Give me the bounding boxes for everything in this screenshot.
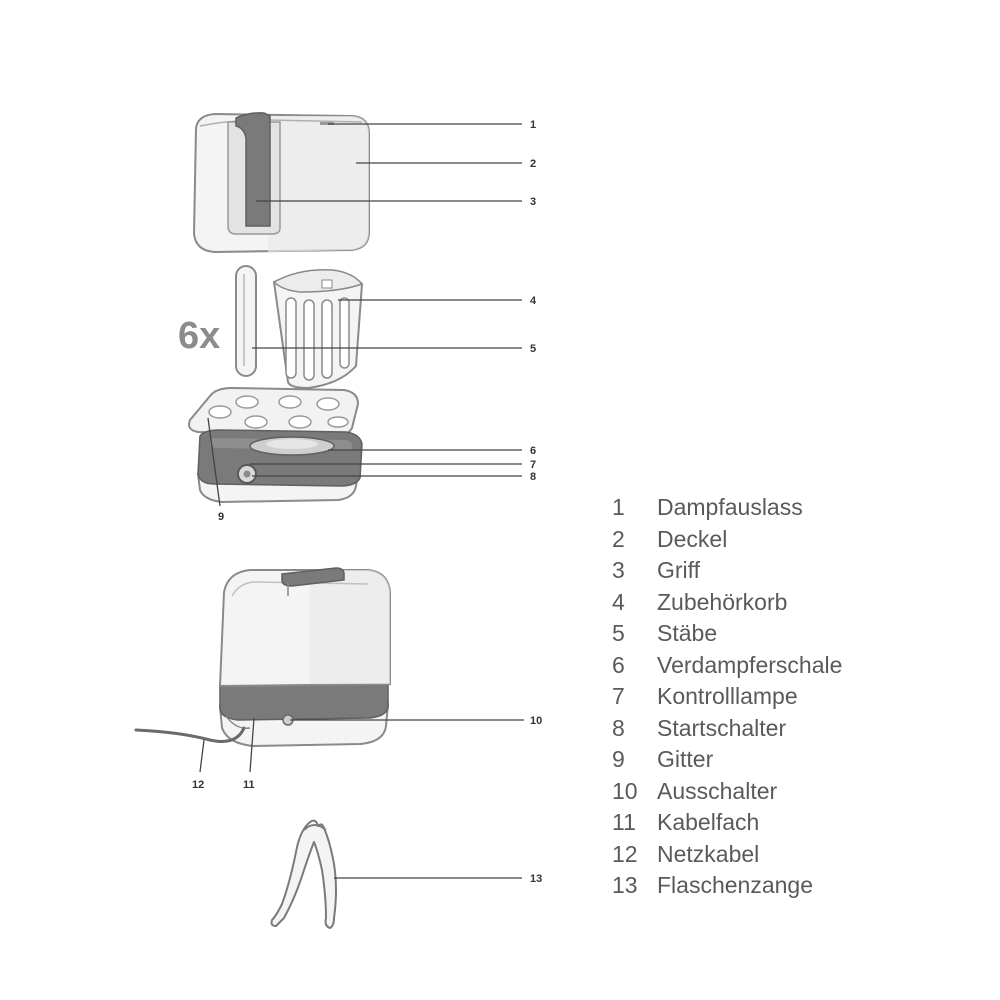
lid-handle — [235, 112, 271, 227]
legend-number: 11 — [612, 809, 636, 835]
legend-label: Verdampferschale — [657, 651, 843, 678]
legend-label: Flaschenzange — [657, 872, 813, 898]
legend-number: 7 — [612, 683, 625, 709]
legend-label: Deckel — [657, 525, 728, 552]
callout-11: 11 — [243, 779, 255, 791]
base-unit — [196, 429, 363, 504]
callout-12: 12 — [192, 779, 204, 791]
grid-plate — [188, 386, 360, 438]
legend-number: 5 — [612, 620, 625, 646]
assembled-sterilizer — [134, 567, 391, 748]
lid — [192, 112, 370, 254]
legend-label: Startschalter — [657, 714, 787, 741]
callout-5: 5 — [530, 343, 536, 355]
legend-label: Netzkabel — [657, 840, 760, 867]
grid-tray — [188, 386, 360, 438]
callout-6: 6 — [530, 445, 536, 457]
legend-item: 6 Verdampferschale — [612, 650, 842, 682]
callout-10: 10 — [530, 715, 542, 727]
legend-label: Dampfauslass — [657, 494, 803, 520]
legend-item: 1 Dampfauslass — [612, 492, 842, 524]
legend-item: 4 Zubehörkorb — [612, 587, 842, 619]
callout-numbers: 1 2 3 4 5 6 7 8 9 10 11 12 13 — [192, 119, 542, 885]
rod-count-label: 6x — [178, 315, 220, 357]
basket-slots — [285, 297, 350, 381]
legend-item: 13 Flaschenzange — [612, 870, 842, 902]
steam-vent — [320, 122, 334, 125]
callout-1: 1 — [530, 119, 536, 131]
callout-3: 3 — [530, 196, 536, 208]
legend-item: 12 Netzkabel — [612, 839, 842, 871]
power-cable — [134, 726, 246, 743]
bottle-tongs — [270, 819, 337, 929]
legend-number: 3 — [612, 557, 625, 583]
legend-label: Zubehörkorb — [657, 588, 788, 615]
tongs-body — [270, 819, 337, 929]
legend-number: 2 — [612, 525, 625, 552]
legend-number: 4 — [612, 588, 625, 615]
legend-number: 12 — [612, 840, 638, 867]
callout-8: 8 — [530, 471, 536, 483]
legend-number: 9 — [612, 746, 625, 772]
legend-number: 1 — [612, 494, 625, 520]
legend-item: 11 Kabelfach — [612, 807, 842, 839]
legend-number: 10 — [612, 777, 638, 804]
basket-rim — [272, 269, 364, 293]
legend-item: 3 Griff — [612, 555, 842, 587]
legend-number: 13 — [612, 872, 638, 898]
parts-legend: 1 Dampfauslass 2 Deckel 3 Griff 4 Zubehörkor… — [612, 492, 842, 902]
callout-2: 2 — [530, 158, 536, 170]
callout-9: 9 — [218, 511, 224, 523]
callout-13: 13 — [530, 873, 542, 885]
lid-shading — [268, 116, 369, 252]
legend-item: 7 Kontrolllampe — [612, 681, 842, 713]
legend-label: Gitter — [657, 746, 714, 772]
accessory-basket — [272, 269, 364, 390]
control-lamp — [243, 470, 251, 478]
assembled-grey-band — [219, 683, 389, 721]
legend-item: 2 Deckel — [612, 524, 842, 556]
legend-item: 9 Gitter — [612, 744, 842, 776]
legend-item: 5 Stäbe — [612, 618, 842, 650]
legend-label: Stäbe — [657, 620, 718, 646]
legend-label: Griff — [657, 557, 701, 583]
rod-body — [235, 265, 257, 377]
legend-item: 10 Ausschalter — [612, 776, 842, 808]
cable-compartment — [225, 715, 251, 729]
legend-number: 6 — [612, 651, 625, 678]
leader-lines — [199, 123, 524, 879]
assembled-handle — [281, 567, 345, 587]
legend-label: Kabelfach — [657, 809, 760, 835]
callout-4: 4 — [530, 295, 537, 307]
legend-label: Ausschalter — [657, 777, 778, 804]
rod — [235, 265, 257, 377]
callout-7: 7 — [530, 459, 536, 471]
legend-number: 8 — [612, 714, 625, 741]
grid-holes — [208, 395, 349, 429]
legend-item: 8 Startschalter — [612, 713, 842, 745]
legend-label: Kontrolllampe — [657, 683, 798, 709]
